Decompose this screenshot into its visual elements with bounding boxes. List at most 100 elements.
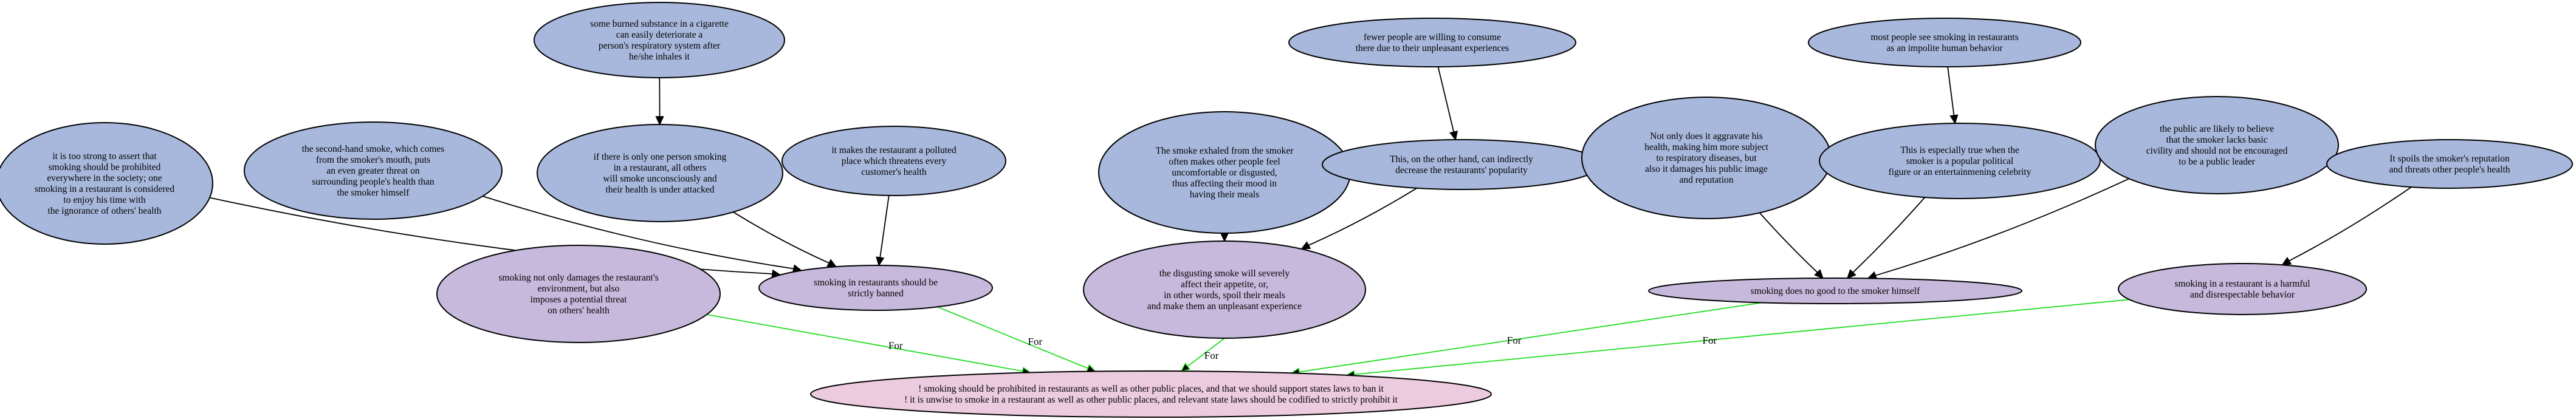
node-text-line: affect their appetite, or, <box>1181 279 1268 290</box>
arrowhead-icon <box>1180 363 1191 372</box>
node-text-line: if there is only one person smoking <box>594 152 727 162</box>
node-text-line: from the smoker's mouth, puts <box>316 155 430 165</box>
edge-line <box>1354 299 2130 375</box>
node-shape <box>1288 18 1576 67</box>
node-text-line: uncomfortable or disgusted, <box>1172 168 1277 178</box>
edge-n_fewer-to-n_otherhand <box>1437 66 1458 141</box>
arrowhead-icon <box>1814 269 1824 279</box>
arrowhead-icon <box>1220 233 1229 242</box>
edge-line <box>1437 66 1455 132</box>
arrowhead-icon <box>1846 269 1856 279</box>
node-text-line: the smoker himself <box>337 188 410 198</box>
node-text-line: strictly banned <box>848 288 904 299</box>
node-c-damages: smoking not only damages the restaurant'… <box>436 245 721 343</box>
node-text-line: their health is under attacked <box>605 185 714 195</box>
node-text-line: often makes other people feel <box>1169 157 1280 167</box>
node-shape <box>436 245 721 343</box>
node-shape <box>1083 240 1366 339</box>
node-text-line: ! smoking should be prohibited in restau… <box>918 384 1384 394</box>
node-text-line: in a restaurant, all others <box>614 163 707 173</box>
for-label: For <box>1507 335 1522 346</box>
edge-line <box>1759 212 1818 273</box>
edge-line <box>1852 197 1926 273</box>
arrowhead-icon <box>1449 130 1458 141</box>
node-text-line: place which threatens every <box>842 156 947 166</box>
node-text-line: smoker is a popular political <box>1906 156 2014 166</box>
node-text-line: to be a public leader <box>2179 157 2256 167</box>
node-n-polluted: it makes the restaurant a pollutedplace … <box>781 126 1006 196</box>
node-shape <box>810 370 1492 418</box>
node-text-line: imposes a potential threat <box>531 295 628 305</box>
node-text-line: everywhere in the society; one <box>47 173 162 183</box>
node-text-line: fewer people are willing to consume <box>1364 32 1501 43</box>
edge-line <box>879 195 890 258</box>
node-text-line: smoking in a restaurant is considered <box>35 184 175 194</box>
node-shape <box>1819 123 2101 199</box>
for-label: For <box>888 340 903 352</box>
edge-n_oneperson-to-c_banned <box>733 211 837 268</box>
node-text-line: surrounding people's health than <box>312 177 434 187</box>
node-text-line: an even greater threat on <box>326 166 419 176</box>
node-shape <box>2095 96 2339 194</box>
node-text-line: it makes the restaurant a polluted <box>831 145 957 155</box>
node-c-disgusting: the disgusting smoke will severelyaffect… <box>1083 240 1366 339</box>
node-shape <box>0 122 213 245</box>
edge-n_exhaled-to-c_disgusting <box>1220 233 1229 242</box>
node-c-banned: smoking in restaurants should bestrictly… <box>758 265 993 311</box>
for-label: For <box>1028 336 1043 347</box>
node-c-nogood: smoking does no good to the smoker himse… <box>1648 278 2022 304</box>
node-text-line: the public are likely to believe <box>2160 124 2274 134</box>
node-shape <box>2326 139 2573 189</box>
node-text-line: This is especially true when the <box>1900 145 2019 155</box>
node-shape <box>534 2 785 78</box>
edge-n_otherhand-to-c_disgusting <box>1300 188 1417 250</box>
node-shape <box>758 265 993 311</box>
node-text-line: figure or an entertainmening celebrity <box>1889 167 2032 177</box>
node-text-line: This, on the other hand, can indirectly <box>1390 154 1533 165</box>
arrowhead-icon <box>2281 257 2292 266</box>
node-text-line: decrease the restaurants' popularity <box>1395 165 1528 175</box>
node-text-line: The smoke exhaled from the smoker <box>1156 146 1294 156</box>
edge-line <box>1308 188 1417 246</box>
node-text-line: can easily deteriorate a <box>616 30 703 40</box>
edge-c_harmful-to-root: For <box>1345 299 2130 379</box>
node-text-line: smoking in restaurants should be <box>814 278 938 288</box>
node-text-line: smoking in a restaurant is a harmful <box>2175 279 2310 289</box>
edge-line <box>483 196 794 270</box>
edge-n_substance-to-n_oneperson <box>655 77 664 126</box>
node-text-line: the second-hand smoke, which comes <box>302 144 445 154</box>
edge-line <box>706 314 1023 372</box>
arrowhead-icon <box>1085 364 1096 372</box>
node-text-line: smoking should be prohibited <box>49 162 161 172</box>
edge-c_banned-to-root: For <box>937 306 1096 372</box>
node-text-line: customer's health <box>861 167 927 177</box>
node-text-line: and disrespectable behavior <box>2190 290 2295 300</box>
node-text-line: to respiratory diseases, but <box>1656 153 1757 163</box>
edge-c_damages-to-root: For <box>706 314 1032 376</box>
edge-n_polluted-to-c_banned <box>876 195 890 267</box>
edge-line <box>2289 186 2412 262</box>
edge-n_aggravate-to-c_nogood <box>1759 212 1824 279</box>
node-text-line: in other words, spoil their meals <box>1164 290 1285 301</box>
node-text-line: it is too strong to assert that <box>52 151 157 162</box>
node-shape <box>1808 18 2081 67</box>
node-shape <box>537 124 783 222</box>
node-text-line: health, making him more subject <box>1644 142 1768 152</box>
node-shape <box>781 126 1006 196</box>
for-label: For <box>1703 335 1717 346</box>
node-text-line: and make them an unpleasant experience <box>1147 301 1302 312</box>
node-text-line: on others' health <box>548 305 610 316</box>
edge-n_spoils-to-c_harmful <box>2281 186 2412 266</box>
edge-line <box>733 211 829 264</box>
node-text-line: there due to their unpleasant experience… <box>1356 43 1510 53</box>
arrowhead-icon <box>876 256 885 267</box>
edge-line <box>1875 178 2129 276</box>
node-n-substance: some burned substance in a cigarettecan … <box>534 2 785 78</box>
edge-line <box>1299 302 1763 373</box>
edge-line <box>1187 338 1225 367</box>
